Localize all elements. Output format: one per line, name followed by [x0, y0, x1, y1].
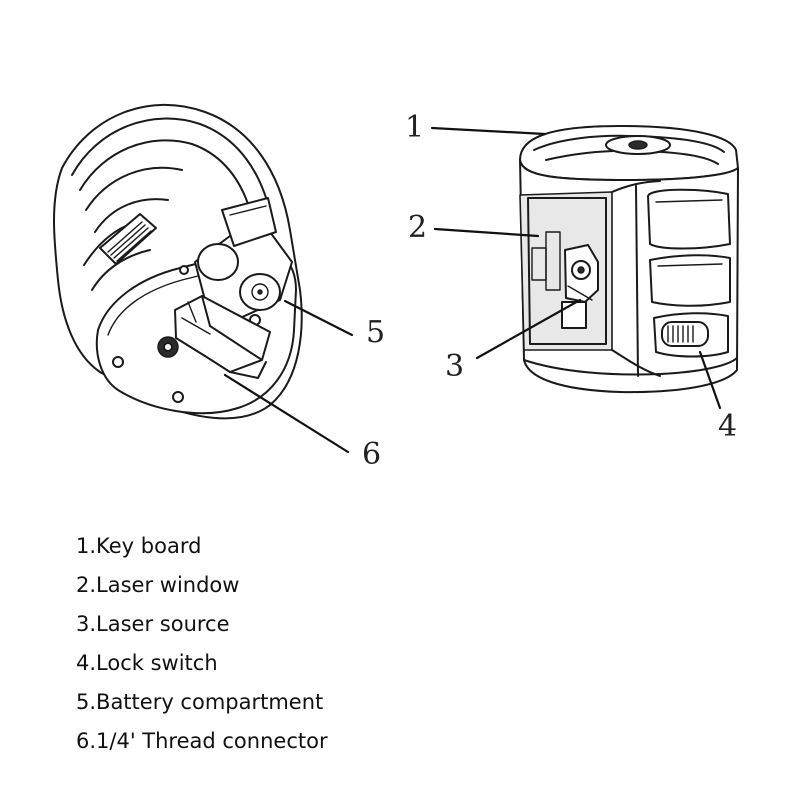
leader-4 — [698, 350, 722, 410]
legend-item-laser-window: 2.Laser window — [76, 573, 240, 597]
leader-3 — [475, 298, 582, 360]
legend-item-thread-connector: 6.1/4' Thread connector — [76, 729, 328, 753]
callout-5: 5 — [366, 315, 386, 350]
device-bottom-view — [53, 103, 303, 420]
leader-6 — [223, 373, 350, 454]
legend-item-laser-source: 3.Laser source — [76, 612, 230, 636]
leader-5 — [283, 299, 354, 337]
callout-1: 1 — [405, 110, 425, 145]
leader-2 — [433, 227, 540, 238]
legend-item-lock-switch: 4.Lock switch — [76, 651, 218, 675]
leader-1 — [430, 126, 547, 136]
leader-lines — [223, 126, 722, 454]
callout-4: 4 — [718, 409, 738, 444]
callout-6: 6 — [362, 437, 382, 472]
device-front-view — [519, 125, 739, 394]
legend-item-battery-compartment: 5.Battery compartment — [76, 690, 324, 714]
callout-3: 3 — [445, 349, 465, 384]
legend-item-key-board: 1.Key board — [76, 534, 202, 558]
parts-legend: 1.Key board 2.Laser window 3.Laser sourc… — [76, 531, 328, 765]
callout-2: 2 — [408, 210, 428, 245]
